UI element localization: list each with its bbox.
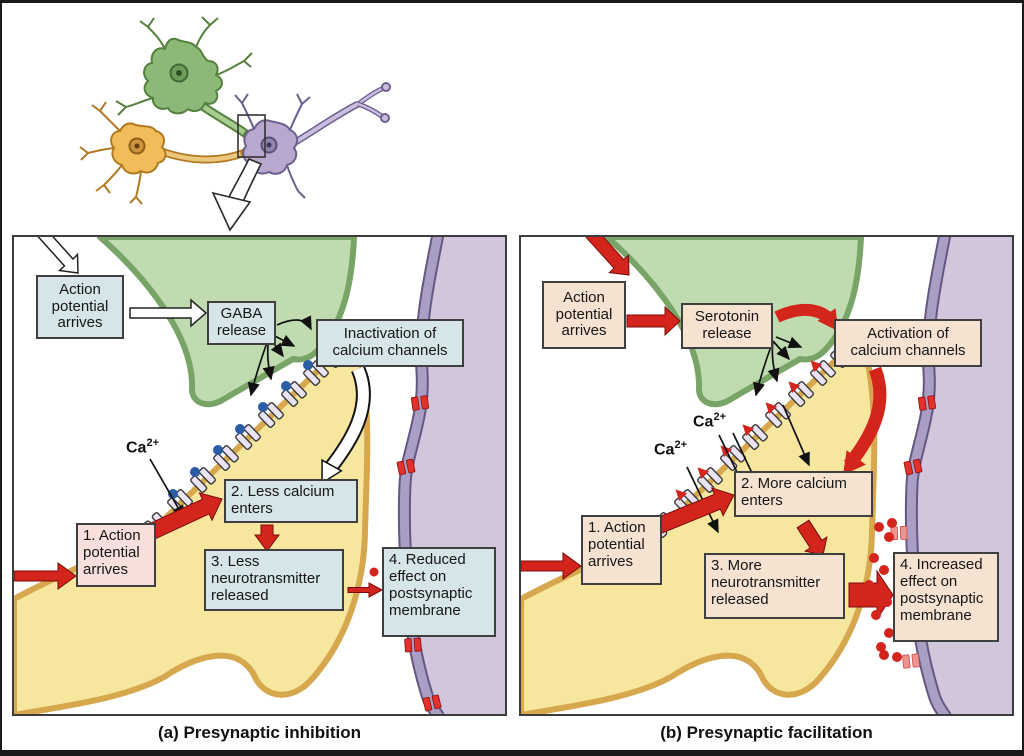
arrow-to-serotonin-release: [626, 305, 681, 337]
gaba-molecules: [168, 360, 313, 499]
ca-symbol: Ca: [693, 413, 714, 431]
neurotransmitter-dot: [369, 567, 379, 577]
neurotransmitter-dots: [864, 518, 902, 662]
box-action-potential-arrives: Action potential arrives: [542, 281, 626, 349]
ca-charge: 2+: [713, 411, 726, 423]
ca-charge: 2+: [674, 439, 687, 451]
modulatory-neuron-green: [115, 16, 255, 142]
step3-to-step4-arrow: [848, 569, 894, 621]
axon-terminal: [14, 348, 371, 714]
panel-presynaptic-facilitation: Action potential arrives Serotonin relea…: [519, 235, 1014, 716]
action-potential-entry-arrow: [37, 237, 79, 274]
ca-symbol: Ca: [126, 439, 147, 457]
box-step4: 4. Reduced effect on postsynaptic membra…: [382, 547, 496, 637]
box-step3: 3. More neurotransmitter released: [704, 553, 845, 619]
ca-symbol: Ca: [654, 441, 675, 459]
postsynaptic-receptors: [396, 395, 442, 712]
activation-to-more-calcium-arrow: [843, 366, 887, 475]
action-potential-entry-arrow: [585, 237, 630, 276]
serotonin-molecules: [675, 360, 823, 502]
box-step3: 3. Less neurotransmitter released: [204, 549, 344, 611]
synapse-inset-box: [237, 114, 266, 158]
arrow-to-gaba-release: [129, 298, 208, 328]
axon-action-potential-arrow: [14, 562, 77, 590]
caption-panel-a: (a) Presynaptic inhibition: [157, 723, 362, 742]
calcium-entry-arrow: [149, 458, 185, 520]
step3-to-step4-arrow: [347, 582, 384, 598]
calcium-ion-label-2: Ca2+: [654, 439, 687, 459]
axon-action-potential-arrow: [521, 552, 582, 580]
box-gaba-release: GABA release: [207, 301, 276, 345]
box-step1: 1. Action potential arrives: [581, 515, 662, 585]
box-step4: 4. Increased effect on postsynaptic memb…: [893, 552, 999, 642]
axon-terminal: [521, 348, 878, 714]
postsynaptic-cell: [890, 237, 1012, 714]
inactivation-to-less-calcium-arrow: [321, 365, 371, 485]
box-inactivation-calcium-channels: Inactivation of calcium channels: [316, 319, 464, 367]
caption-panel-b: (b) Presynaptic facilitation: [660, 723, 873, 742]
postsynaptic-neuron-purple: [230, 82, 391, 199]
panel-presynaptic-inhibition: Action potential arrives GABA release In…: [12, 235, 507, 716]
calcium-ion-label: Ca2+: [126, 437, 159, 457]
box-serotonin-release: Serotonin release: [681, 303, 773, 349]
box-activation-calcium-channels: Activation of calcium channels: [834, 319, 982, 367]
box-action-potential-arrives: Action potential arrives: [36, 275, 124, 339]
serotonin-to-activation-arrow: [774, 303, 838, 331]
box-step2: 2. More calcium enters: [734, 471, 873, 517]
box-step1: 1. Action potential arrives: [76, 523, 156, 587]
step2-to-step3-arrow: [254, 524, 280, 552]
calcium-ion-label: Ca2+: [693, 411, 726, 431]
overview-illustration: [79, 16, 391, 232]
ca-charge: 2+: [146, 437, 159, 449]
postsynaptic-cell: [396, 237, 505, 714]
postsynaptic-receptors: [903, 395, 937, 476]
box-step2: 2. Less calcium enters: [224, 479, 358, 523]
zoom-callout-arrow: [211, 157, 263, 232]
